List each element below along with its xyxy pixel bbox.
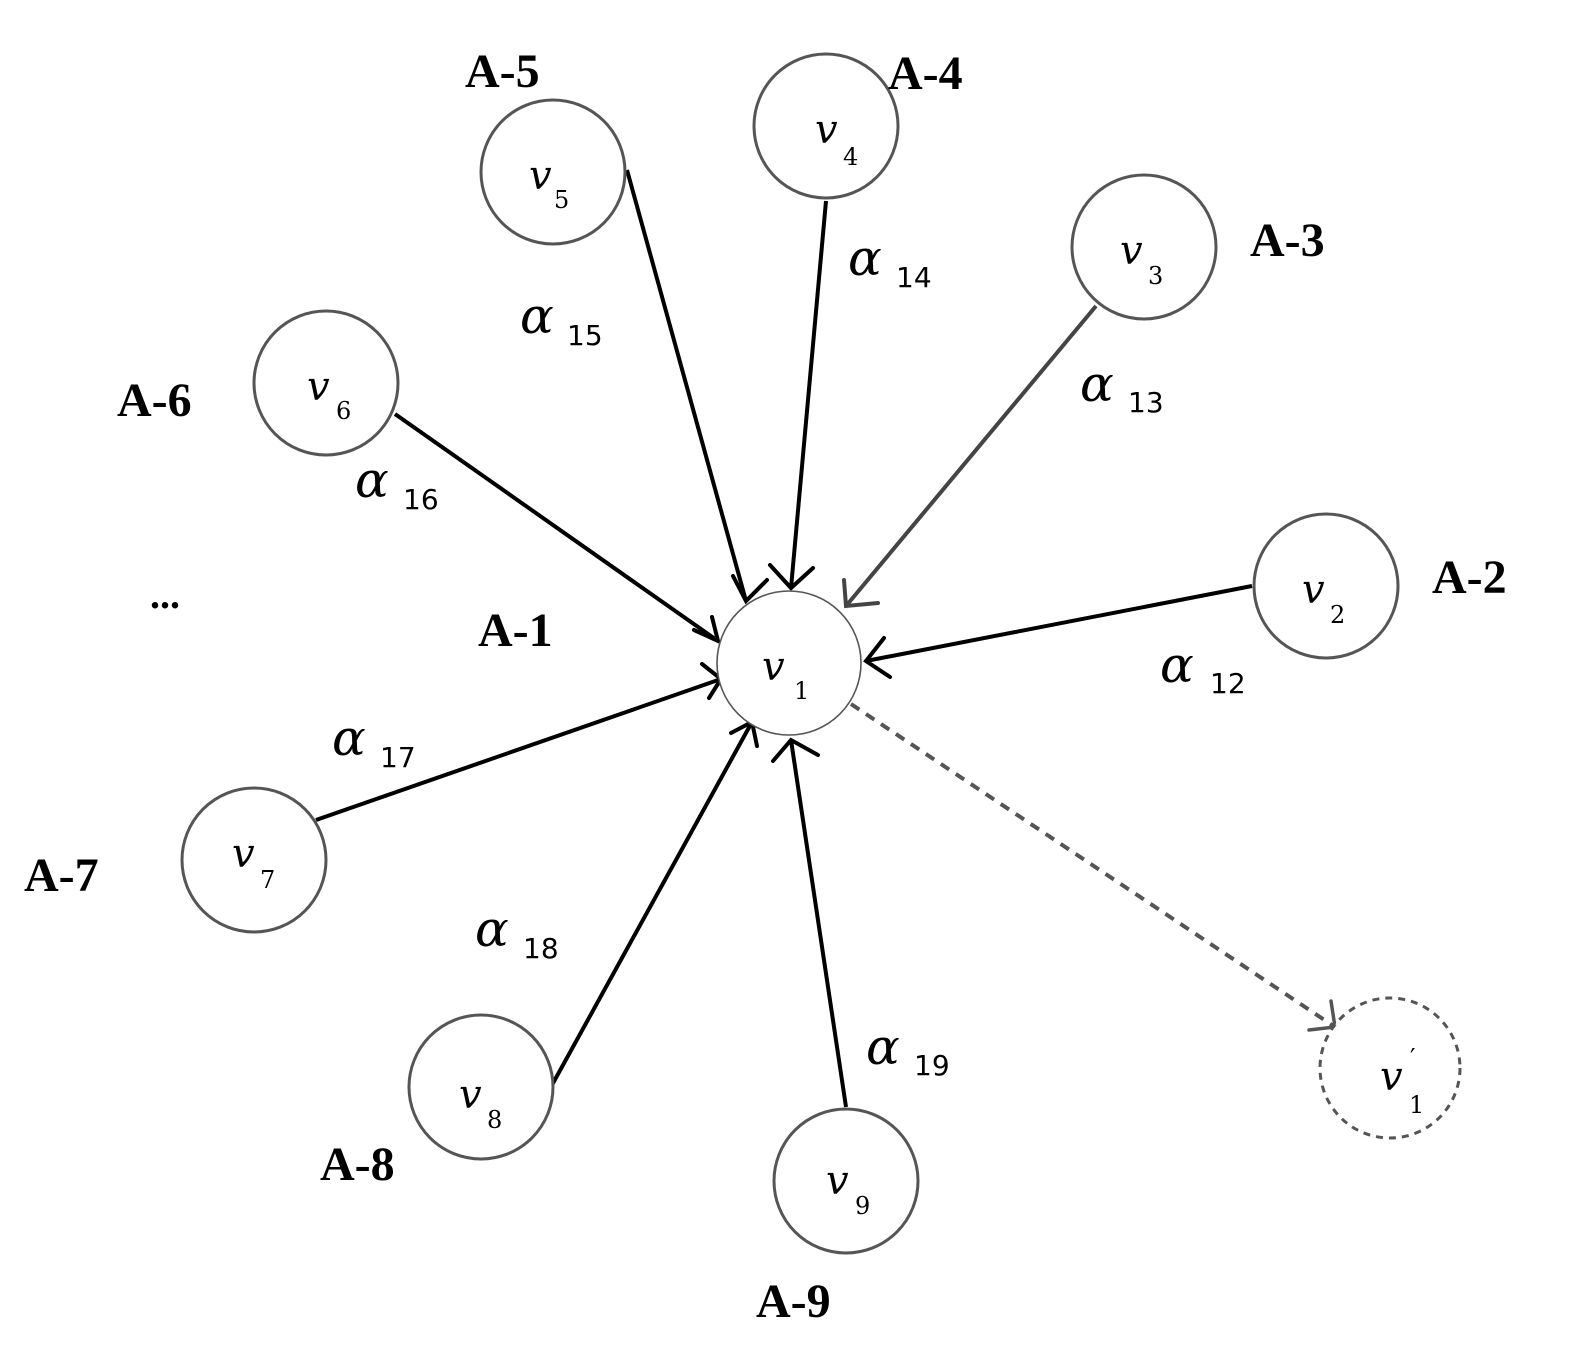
node-v6-var: v [307,364,330,410]
edge-v3-v1 [842,304,1098,609]
svg-text:14: 14 [896,261,932,294]
agent-label-a4: A-4 [888,47,963,100]
agent-label-a6: A-6 [117,374,192,427]
edge-v7-v1 [315,662,724,822]
edge-label-alpha-18: α 18 [475,900,559,965]
svg-text:19: 19 [914,1049,950,1082]
svg-text:13: 13 [1128,386,1164,419]
node-v8: v 8 [407,1013,555,1161]
node-v4: v 4 [752,52,900,200]
svg-text:α: α [848,229,882,287]
svg-text:17: 17 [380,741,416,774]
edge-label-alpha-19: α 19 [866,1018,950,1082]
edge-label-alpha-13: α 13 [1080,355,1164,419]
node-v9-var: v [826,1158,849,1204]
svg-text:α: α [1160,636,1194,694]
svg-text:α: α [355,451,389,509]
node-v9: v 9 [772,1107,920,1255]
node-v7-sub: 7 [260,866,275,894]
svg-text:α: α [332,709,366,767]
svg-text:α: α [866,1018,900,1076]
node-v3-sub: 3 [1148,262,1163,290]
node-v6-sub: 6 [336,397,351,425]
edge-v2-v1 [863,584,1253,679]
svg-text:15: 15 [567,319,603,352]
node-v6: v 6 [252,309,400,457]
node-v8-sub: 8 [487,1106,502,1134]
svg-text:16: 16 [403,483,439,516]
edge-label-alpha-17: α 17 [332,709,416,774]
svg-text:18: 18 [523,932,559,965]
edge-label-alpha-15: α 15 [520,287,603,352]
svg-text:α: α [475,900,509,958]
node-v1prime-var: v [1380,1054,1403,1100]
edge-v5-v1 [625,169,769,605]
node-v7: v 7 [180,786,328,934]
edge-v9-v1 [771,737,848,1108]
edge-v1-v1prime-dashed [849,702,1338,1032]
svg-text:12: 12 [1210,667,1246,700]
node-v1-prime: v ′ 1 [1318,996,1462,1140]
node-v1prime-prime: ′ [1410,1044,1415,1072]
ellipsis-more-agents: ... [150,572,180,617]
node-v5-sub: 5 [554,186,569,214]
node-v1-var: v [762,644,785,690]
node-v4-var: v [815,107,838,153]
agent-label-a2: A-2 [1432,551,1507,604]
node-v4-sub: 4 [843,143,858,171]
edge-v8-v1 [550,718,759,1086]
node-v5-var: v [529,153,552,199]
edge-label-alpha-12: α 12 [1160,636,1246,700]
node-v1prime-sub: 1 [1409,1091,1424,1119]
node-v1-sub: 1 [794,677,809,705]
agent-label-a8: A-8 [320,1138,395,1191]
node-v3-var: v [1120,228,1143,274]
agent-label-a3: A-3 [1250,214,1325,267]
node-v2: v 2 [1252,512,1400,660]
node-v7-var: v [232,831,255,877]
agent-label-a9: A-9 [756,1275,831,1328]
edge-v6-v1 [393,412,721,645]
node-v5: v 5 [479,98,627,246]
edge-label-alpha-16: α 16 [355,451,439,516]
agent-label-a1: A-1 [478,604,553,657]
agent-label-a7: A-7 [24,849,99,902]
svg-text:α: α [1080,355,1114,413]
node-v9-sub: 9 [855,1192,870,1220]
node-v1: v 1 [716,590,862,736]
node-v2-sub: 2 [1330,601,1345,629]
edge-v4-v1 [768,200,828,591]
node-v8-var: v [459,1072,482,1118]
agent-label-a5: A-5 [465,45,540,98]
node-v2-var: v [1302,567,1325,613]
svg-text:α: α [520,287,554,345]
node-v3: v 3 [1070,173,1218,321]
edge-label-alpha-14: α 14 [848,229,932,294]
